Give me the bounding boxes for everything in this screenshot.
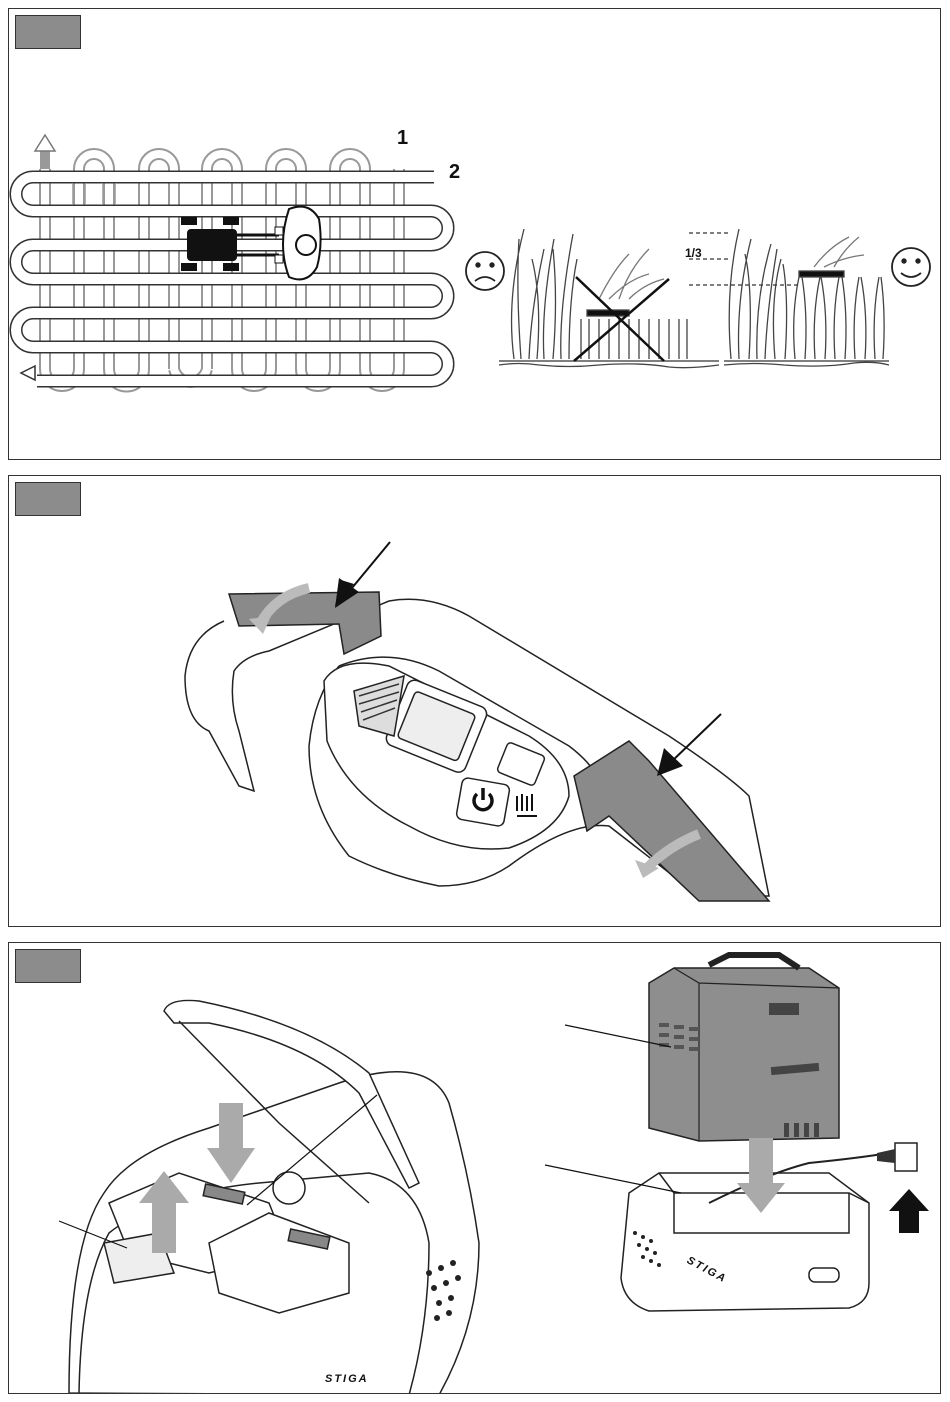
power-button[interactable] xyxy=(456,777,511,827)
label-direction-2: 2 xyxy=(449,161,460,184)
wall-socket xyxy=(895,1143,917,1171)
happy-face-icon xyxy=(892,248,930,286)
panel-mowing-pattern: 1 2 1/3 xyxy=(8,8,941,460)
panel-battery-charging: STIGA STIGA xyxy=(8,942,941,1394)
charger-indicator-light xyxy=(809,1268,839,1282)
plug-in-arrow-icon xyxy=(889,1189,929,1233)
power-plug[interactable] xyxy=(877,1149,895,1163)
up-arrow-icon xyxy=(35,135,55,151)
battery-vent xyxy=(769,1003,799,1015)
battery-charger xyxy=(621,1173,869,1311)
horizontal-mowing-path-inner xyxy=(16,177,448,381)
panel-handle-controls xyxy=(8,475,941,927)
battery-pack xyxy=(649,955,839,1141)
cross-out-mark xyxy=(574,277,669,361)
mower-brand-logo: STIGA xyxy=(325,1373,369,1385)
label-direction-1: 1 xyxy=(397,127,408,150)
mowing-pattern-illustration xyxy=(9,9,941,460)
grass-cut-correct-illustration xyxy=(689,229,889,366)
label-cut-fraction: 1/3 xyxy=(685,246,702,260)
left-arrow-icon xyxy=(21,366,35,380)
safety-key[interactable] xyxy=(273,1172,305,1204)
handle-controls-illustration xyxy=(9,476,941,927)
battery-installation-illustration xyxy=(9,943,941,1394)
sad-face-icon xyxy=(466,252,504,290)
